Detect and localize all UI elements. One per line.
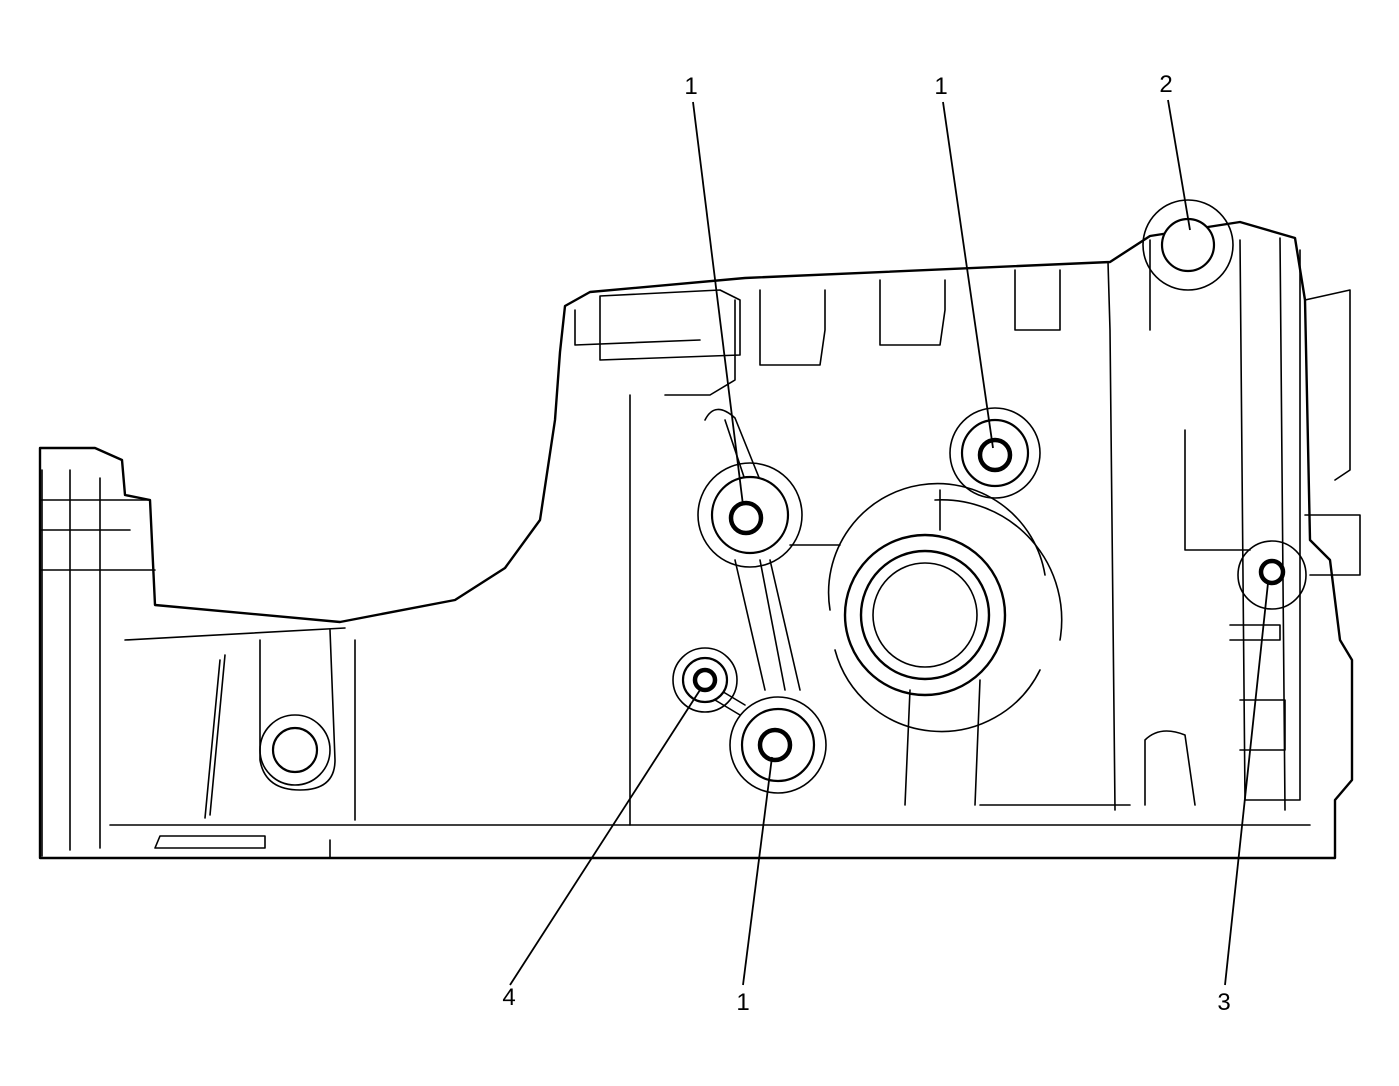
leader-1b: [942, 101, 994, 449]
callouts: 1 1 2 1 3 4: [502, 71, 1230, 1016]
callout-1-top-center: 1: [934, 73, 947, 100]
leader-4: [509, 689, 701, 986]
bolt-hole-1c: [757, 727, 793, 763]
bolt-hole-1a: [728, 500, 764, 536]
callout-4: 4: [502, 984, 515, 1011]
bolt-hole-2: [1160, 217, 1216, 273]
bolt-hole-3: [1258, 558, 1286, 586]
rib-structure: [704, 408, 801, 716]
bolt-hole-4: [692, 667, 718, 693]
leader-3: [1224, 582, 1269, 986]
callout-3: 3: [1217, 989, 1230, 1016]
center-bore: [827, 482, 1063, 733]
bolt-holes: [259, 199, 1307, 794]
leader-1c: [742, 756, 773, 986]
callout-2: 2: [1159, 71, 1172, 98]
leader-lines: [509, 99, 1269, 986]
bolt-hole-1b: [977, 437, 1013, 473]
housing-outline: [38, 220, 1361, 860]
leader-2: [1167, 99, 1191, 231]
leader-1a: [692, 101, 744, 506]
callout-1-bottom: 1: [736, 989, 749, 1016]
callout-1-top-left: 1: [684, 73, 697, 100]
